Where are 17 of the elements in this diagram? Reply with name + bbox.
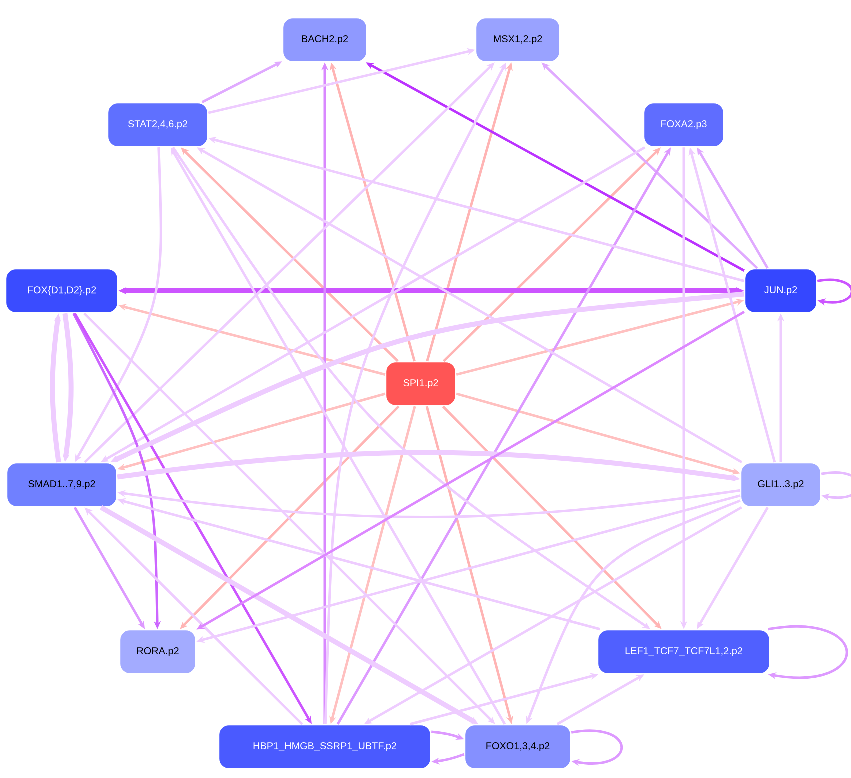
gene-node: FOXO1,3,4.p2 xyxy=(464,724,572,770)
gene-node: FOX{D1,D2}.p2 xyxy=(5,268,119,314)
gene-node: STAT2,4,6.p2 xyxy=(107,102,209,148)
gene-node: SPI1.p2 xyxy=(385,361,457,407)
arrow xyxy=(817,278,851,306)
arrow xyxy=(768,626,848,680)
gene-node: FOXA2.p3 xyxy=(643,102,725,148)
gene-node: HBP1_HMGB_SSRP1_UBTF.p2 xyxy=(218,724,432,770)
arrow xyxy=(821,472,851,501)
gene-node: BACH2.p2 xyxy=(282,17,368,63)
gene-node: GLI1..3.p2 xyxy=(740,462,822,508)
gene-node: JUN.p2 xyxy=(744,268,818,314)
gene-node: SMAD1..7,9.p2 xyxy=(6,462,118,508)
gene-node: MSX1,2.p2 xyxy=(475,17,561,63)
gene-node: LEF1_TCF7_TCF7L1,2.p2 xyxy=(597,629,771,675)
gene-node: RORA.p2 xyxy=(119,629,197,675)
arrow xyxy=(571,730,623,766)
